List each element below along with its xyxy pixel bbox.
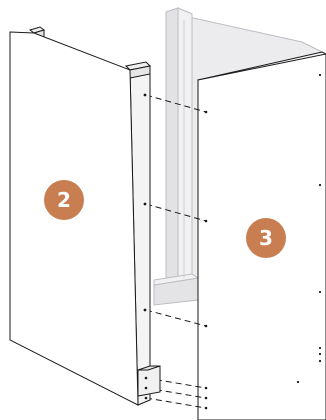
side-panel-face (10, 32, 138, 405)
side-panel (10, 27, 160, 405)
ghost-upright-side (178, 8, 192, 285)
ghost-upright-front (166, 8, 178, 290)
badge-3-label: 3 (259, 226, 273, 250)
badge-2-label: 2 (57, 188, 71, 212)
badge-3: 3 (246, 218, 286, 258)
badge-2: 2 (44, 180, 84, 220)
